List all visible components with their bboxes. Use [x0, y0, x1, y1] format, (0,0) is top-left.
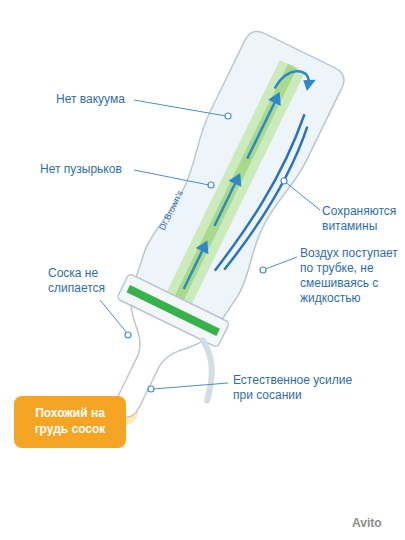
- leader-dots: [125, 113, 287, 392]
- callout-label: Нет вакуума: [56, 92, 146, 107]
- callout-label: Нет пузырьков: [40, 162, 140, 177]
- watermark: Avito: [352, 516, 402, 531]
- feature-badge: Похожий на грудь сосок: [14, 396, 126, 448]
- flow-swoosh: [215, 109, 314, 281]
- leader-lines: [100, 100, 320, 389]
- vent-tube: [162, 60, 305, 313]
- callout-label: Соска не слипается: [48, 266, 118, 296]
- nipple-flap: [180, 341, 230, 401]
- callout-label: Естественное усилие при сосании: [233, 373, 361, 403]
- callout-label: Сохраняются витамины: [322, 204, 402, 234]
- air-arrows: [178, 64, 311, 298]
- bottle: [68, 26, 363, 454]
- vent-core: [170, 64, 296, 309]
- badge-text: Похожий на грудь сосок: [22, 406, 118, 437]
- callout-label: Воздух поступает по трубке, не смешиваяс…: [300, 246, 402, 306]
- arrow-heads: [196, 65, 316, 263]
